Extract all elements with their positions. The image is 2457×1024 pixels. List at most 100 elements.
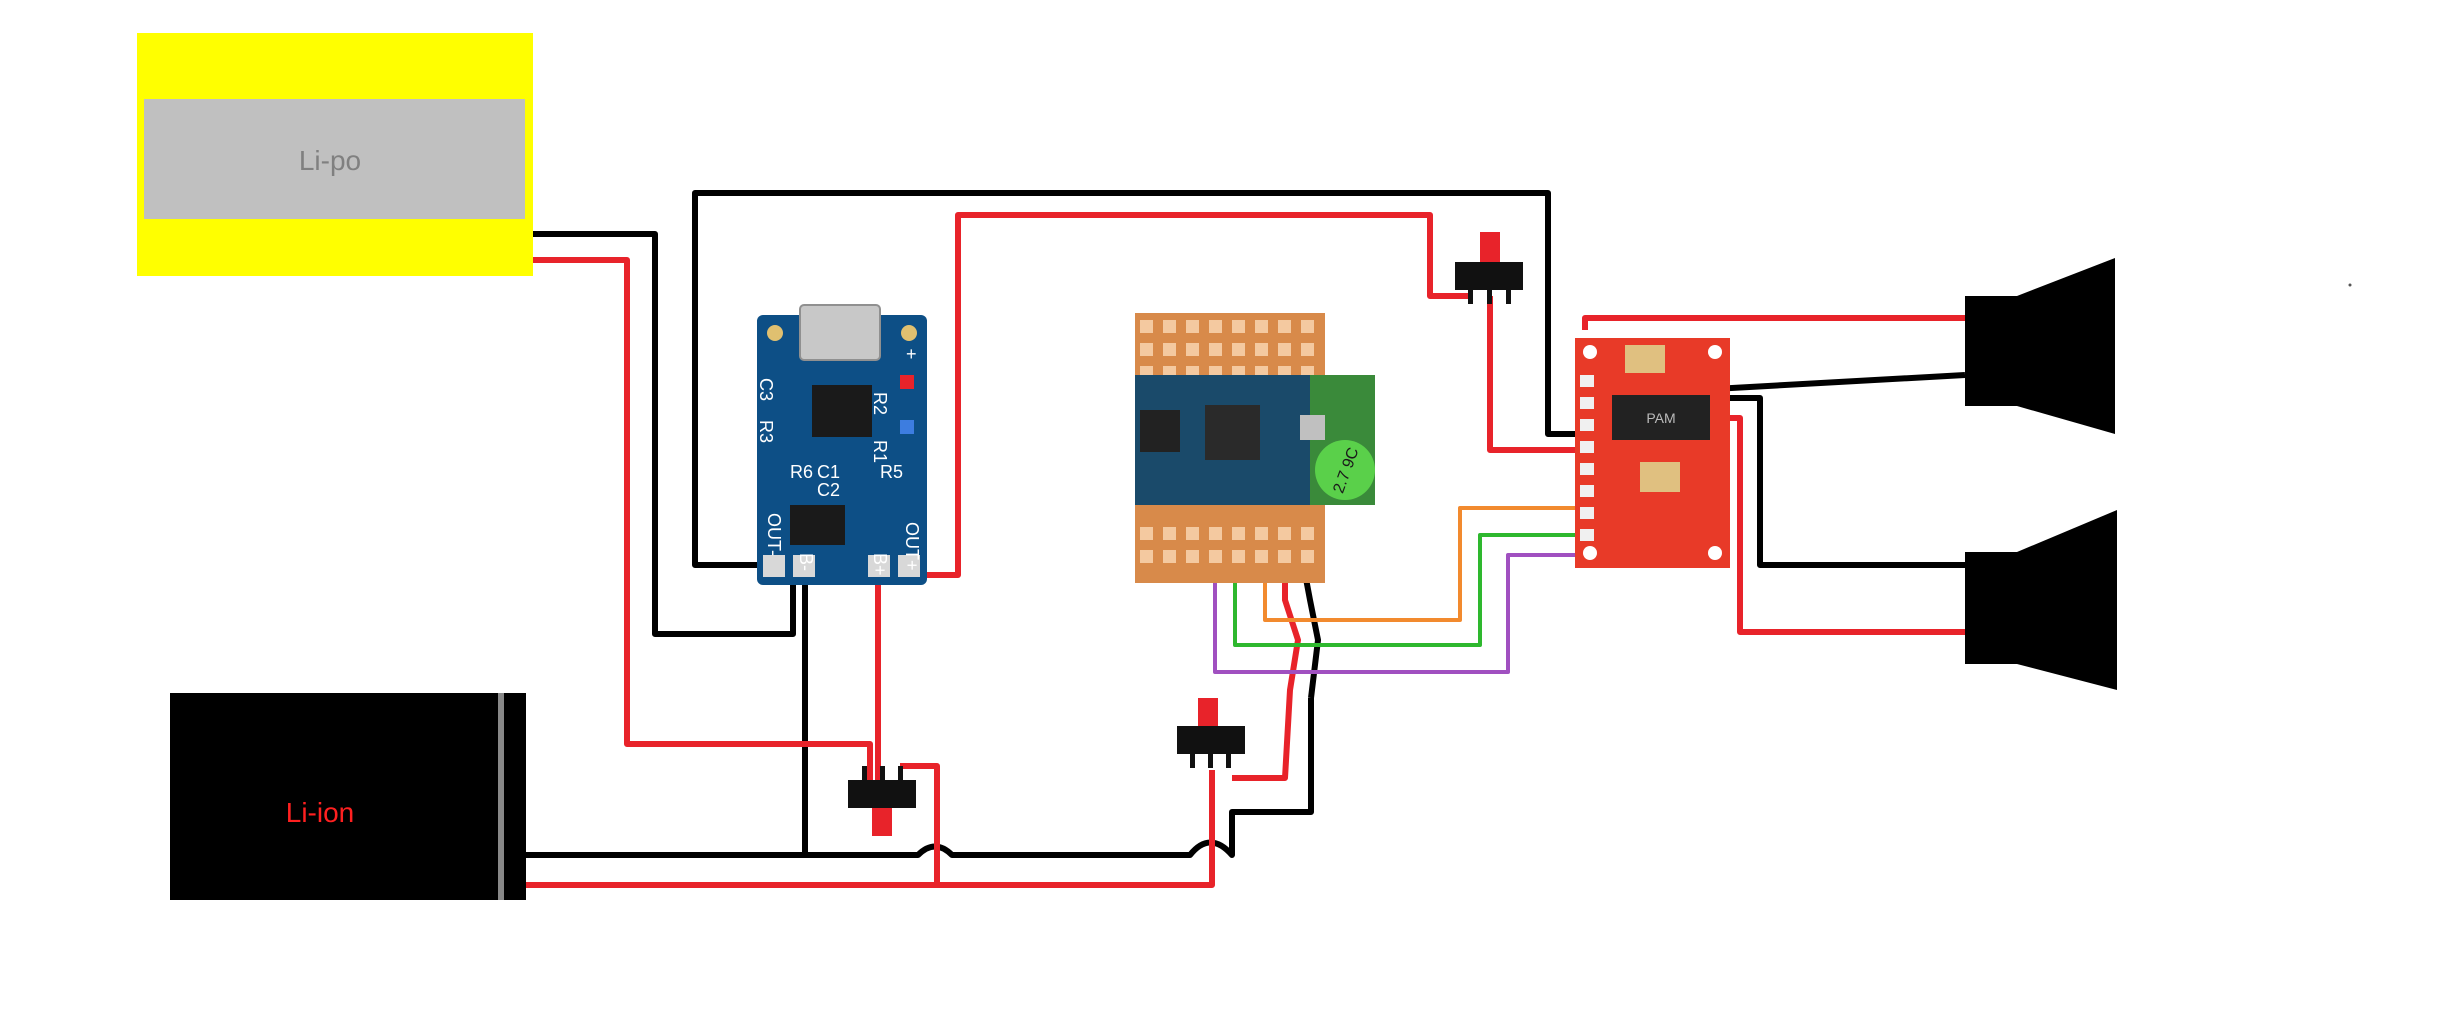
perfboard-hole — [1232, 320, 1245, 333]
switch-top-body — [1455, 262, 1523, 290]
perfboard-hole — [1186, 550, 1199, 563]
perfboard-hole — [1140, 550, 1153, 563]
amp-pad — [1580, 375, 1594, 387]
perfboard-hole — [1278, 343, 1291, 356]
switch-bl-pin-3 — [898, 766, 903, 780]
speaker-top-magnet — [1965, 296, 2017, 406]
bt-antenna-cap — [1315, 440, 1375, 500]
switch-bm-slider — [1198, 698, 1218, 726]
mark-r1: R1 — [870, 440, 890, 463]
bluetooth-module: 2.7 9C — [1135, 313, 1375, 583]
perfboard-hole — [1278, 320, 1291, 333]
perfboard-hole — [1186, 527, 1199, 540]
perfboard-hole — [1232, 527, 1245, 540]
wire-speaker-top-positive — [1582, 315, 1965, 330]
perfboard-hole — [1163, 527, 1176, 540]
perfboard-hole — [1163, 550, 1176, 563]
perfboard-hole — [1255, 343, 1268, 356]
switch-bm-pin-1 — [1190, 754, 1195, 768]
speaker-top — [1965, 258, 2115, 434]
amp-pad — [1580, 507, 1594, 519]
mark-b-plus: B+ — [870, 553, 890, 576]
perfboard-hole — [1163, 320, 1176, 333]
perfboard-hole — [1278, 550, 1291, 563]
switch-top — [1455, 232, 1523, 304]
switch-top-pin-2 — [1487, 290, 1492, 304]
usb-port — [799, 304, 881, 361]
speaker-top-cone — [2017, 258, 2115, 434]
perfboard-hole — [1255, 527, 1268, 540]
protection-ic — [790, 505, 845, 545]
amp-pcb — [1575, 338, 1730, 568]
perfboard-holes — [1140, 320, 1314, 563]
pad-out-minus — [763, 555, 785, 577]
amp-pad — [1580, 485, 1594, 497]
lipo-battery: Li-po — [137, 33, 533, 276]
wire-top-loop-negative — [692, 190, 1605, 568]
switch-bl-slider — [872, 808, 892, 836]
lipo-label-panel — [144, 99, 525, 219]
switch-top-pin-1 — [1468, 290, 1473, 304]
stray-dot — [2348, 283, 2352, 287]
perfboard-hole — [1140, 527, 1153, 540]
switch-bl-body — [848, 780, 916, 808]
mark-c1: C1 — [817, 462, 840, 482]
speaker-bottom-cone — [2017, 510, 2117, 690]
amp-chip-marking: PAM — [1646, 410, 1675, 426]
pad-b-plus — [868, 555, 890, 577]
wire-switch-top-to-amp — [1487, 296, 1605, 453]
mark-b-minus: B- — [796, 553, 816, 571]
wire-audio-right — [1233, 533, 1605, 647]
mark-r2: R2 — [870, 392, 890, 415]
positive-wires — [526, 212, 1965, 888]
amp-pad — [1580, 529, 1594, 541]
wire-lipo-positive — [533, 257, 873, 780]
amplifier-board: PAM — [1575, 338, 1730, 568]
mark-r3: R3 — [756, 420, 776, 443]
lipo-label: Li-po — [299, 145, 361, 176]
amp-pad — [1580, 441, 1594, 453]
mark-c2: C2 — [817, 480, 840, 500]
perfboard-hole — [1301, 550, 1314, 563]
switch-bm-body — [1177, 726, 1245, 754]
amp-hole-br — [1708, 546, 1722, 560]
switch-bm-pin-3 — [1226, 754, 1231, 768]
mark-r6: R6 — [790, 462, 813, 482]
wire-liion-positive — [526, 770, 1215, 888]
perfboard-hole — [1255, 320, 1268, 333]
wire-audio-left — [1263, 506, 1605, 622]
switch-bottom-middle — [1177, 698, 1245, 768]
wire-audio-ground — [1213, 530, 1605, 674]
amp-hole-tr — [1708, 345, 1722, 359]
mark-r5: R5 — [880, 462, 903, 482]
perfboard-hole — [1209, 550, 1222, 563]
perfboard-hole — [1209, 343, 1222, 356]
mount-hole-tl — [767, 325, 783, 341]
audio-wires — [1213, 506, 1605, 674]
switch-bm-pin-2 — [1208, 754, 1213, 768]
perfboard-hole — [1163, 343, 1176, 356]
perfboard-hole — [1209, 527, 1222, 540]
amp-pad — [1580, 397, 1594, 409]
perfboard-hole — [1209, 320, 1222, 333]
liion-body — [170, 693, 526, 900]
speaker-bottom — [1965, 510, 2117, 690]
bt-regulator — [1140, 410, 1180, 452]
amp-pad — [1580, 463, 1594, 475]
perfboard-hole — [1140, 343, 1153, 356]
perfboard-hole — [1232, 550, 1245, 563]
led-blue — [900, 420, 914, 434]
perfboard-hole — [1301, 343, 1314, 356]
bt-crystal — [1300, 415, 1325, 440]
amp-hole-tl — [1583, 345, 1597, 359]
perfboard-hole — [1278, 527, 1291, 540]
switch-bl-pin-1 — [862, 766, 867, 780]
pad-b-minus — [793, 555, 815, 577]
mount-hole-tr — [901, 325, 917, 341]
switch-bl-pin-2 — [880, 766, 885, 780]
wire-liion-negative — [526, 698, 1314, 858]
perfboard-hole — [1255, 550, 1268, 563]
switch-top-pin-3 — [1506, 290, 1511, 304]
amp-capacitor-top — [1625, 345, 1665, 373]
